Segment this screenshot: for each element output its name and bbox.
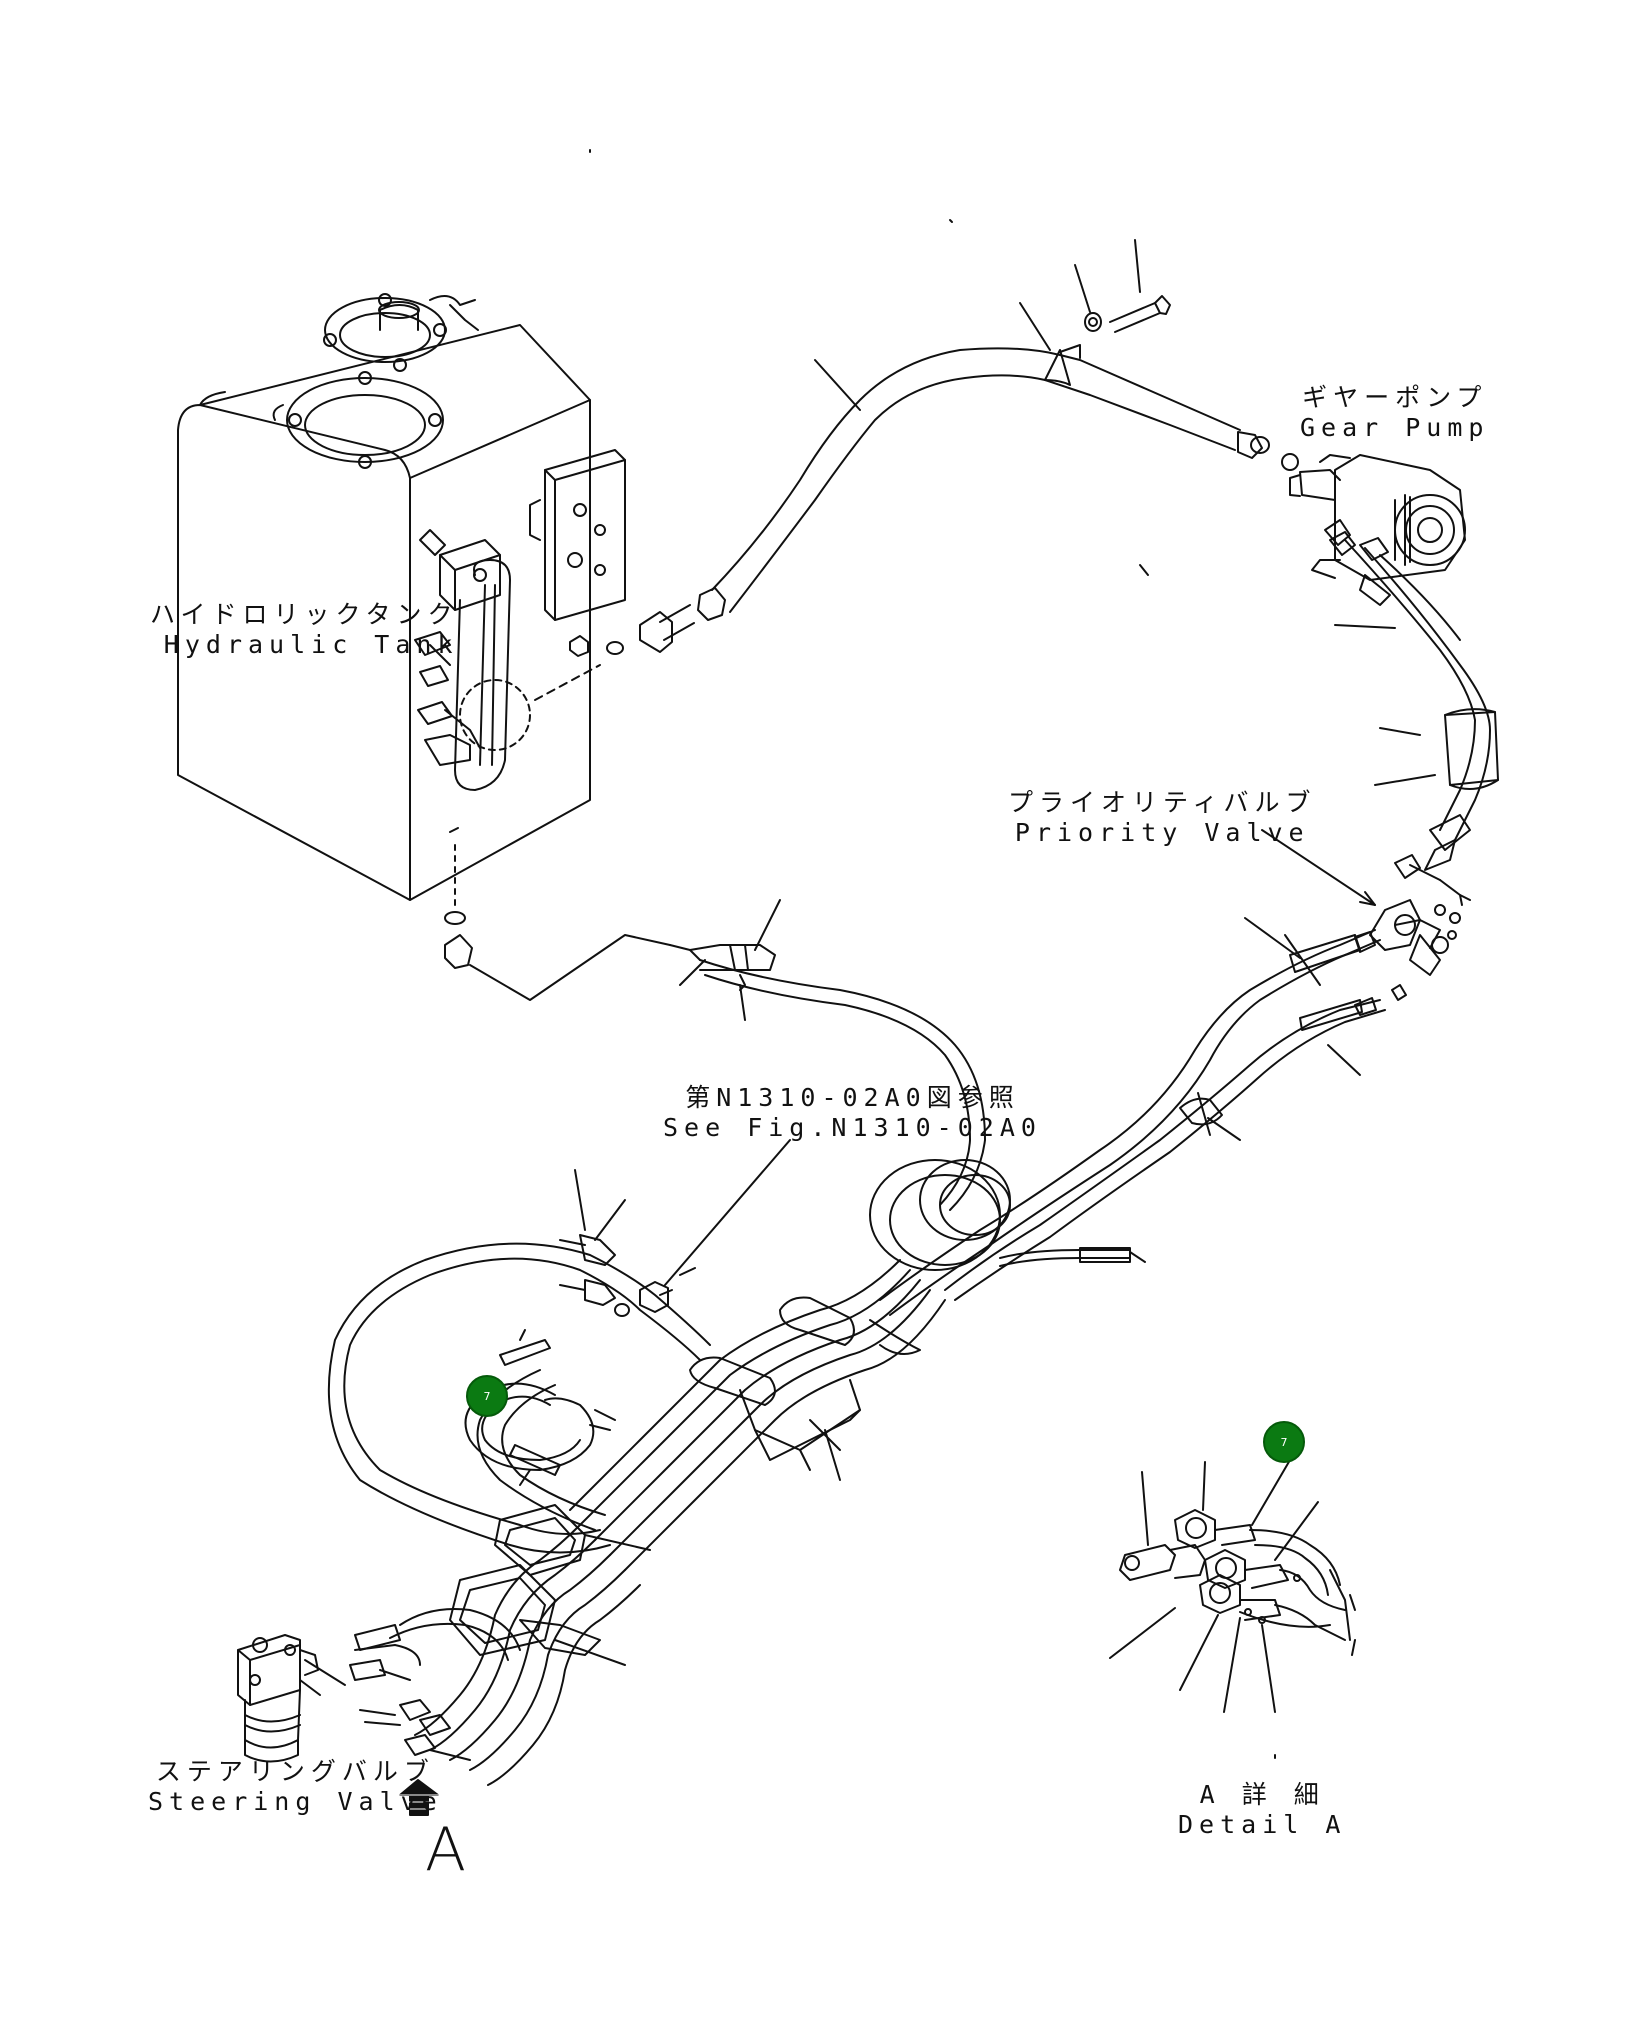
priority-valve-label-jp: プライオリティバルブ xyxy=(1008,788,1317,817)
priority-valve xyxy=(1261,829,1463,1001)
hydraulic-tank-label-en: Hydraulic Tank xyxy=(163,630,459,659)
steering-valve-label-en: Steering Valve xyxy=(148,1787,443,1816)
hydraulic-tank-label-jp: ハイドロリックタンク xyxy=(150,600,459,629)
gear-pump-label: ギヤーポンプ Gear Pump xyxy=(1300,383,1489,443)
detail-a-label-en: Detail A xyxy=(1178,1810,1347,1839)
steering-valve-label: ステアリングバルブ Steering Valve xyxy=(148,1757,443,1817)
detail-a-label-jp: A 詳 細 xyxy=(1199,1780,1325,1809)
steering-valve xyxy=(237,1634,346,1763)
see-fig-reference: 第N1310-02A0図参照 See Fig.N1310-02A0 xyxy=(663,1083,1042,1143)
detail-a-drawing xyxy=(1109,1459,1356,1759)
hydraulic-tank-label: ハイドロリックタンク Hydraulic Tank xyxy=(150,600,459,660)
see-fig-reference-jp: 第N1310-02A0図参照 xyxy=(685,1083,1020,1112)
return-hose-left xyxy=(444,899,986,1211)
steering-valve-label-jp: ステアリングバルブ xyxy=(155,1757,435,1786)
view-a-arrow xyxy=(397,1779,441,1816)
part-callout-marker[interactable]: 7 xyxy=(1263,1421,1305,1463)
see-fig-reference-en: See Fig.N1310-02A0 xyxy=(663,1113,1042,1142)
gear-pump xyxy=(1281,453,1466,606)
part-callout-marker[interactable]: 7 xyxy=(466,1375,508,1417)
pump-to-priority-hose xyxy=(1324,519,1499,901)
gear-pump-label-en: Gear Pump xyxy=(1300,413,1490,442)
hose-bundle xyxy=(327,1139,1011,1786)
hydraulic-tank xyxy=(177,293,626,925)
gear-pump-label-jp: ギヤーポンプ xyxy=(1302,383,1488,412)
detail-a-label: A 詳 細 Detail A xyxy=(1178,1780,1346,1840)
view-a-letter: A xyxy=(425,1815,467,1885)
priority-valve-label: プライオリティバルブ Priority Valve xyxy=(1008,788,1317,848)
priority-valve-label-en: Priority Valve xyxy=(1014,818,1310,847)
suction-hose xyxy=(639,239,1270,653)
